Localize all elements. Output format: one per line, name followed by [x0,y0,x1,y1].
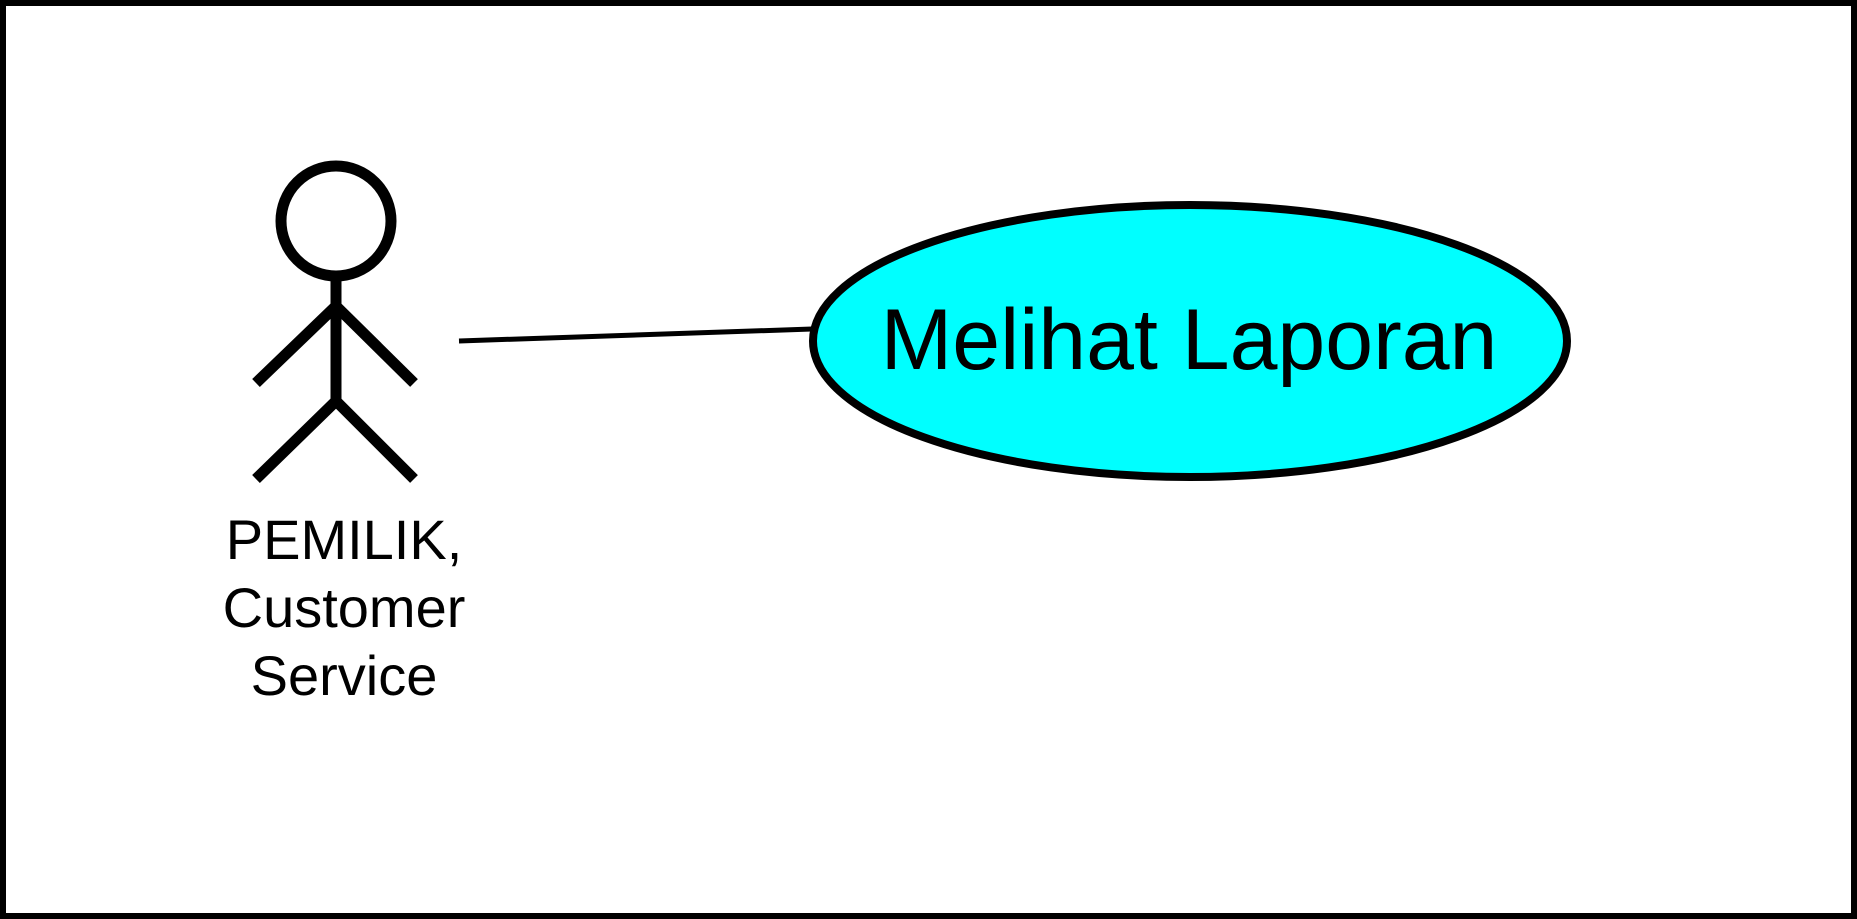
stick-figure-actor-icon [252,160,418,483]
actor-label-line-1: PEMILIK, [225,508,463,571]
actor-right-leg [332,397,418,483]
actor-left-arm [252,302,340,387]
use-case-ellipse[interactable] [809,201,1571,481]
association-line [458,326,813,344]
actor-right-arm [332,302,418,387]
actor-label-line-2: Customer [222,576,466,639]
actor-head [275,160,397,282]
actor-left-leg [252,397,340,483]
actor-label-line-3: Service [250,644,438,707]
actor-label: PEMILIK, Customer Service [154,506,534,710]
use-case-label: Melihat Laporan [880,291,1498,388]
